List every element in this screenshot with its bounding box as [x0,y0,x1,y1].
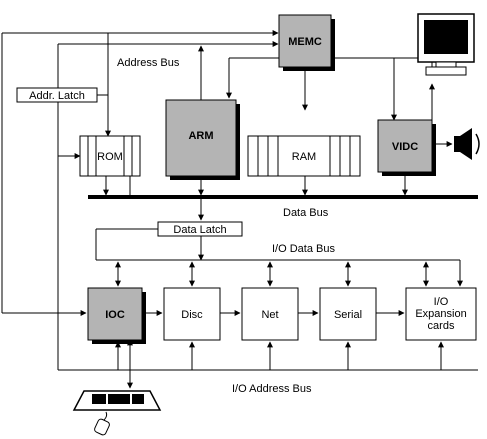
addr-latch-block: Addr. Latch [16,87,98,103]
arm-block: ARM [165,99,240,180]
ram-label: RAM [292,151,316,163]
net-label: Net [261,309,278,321]
ram-block: RAM [247,135,361,177]
data-bus-label: Data Bus [283,207,329,219]
ioc-label: IOC [105,309,125,321]
io-data-bus-label: I/O Data Bus [272,243,335,255]
vidc-block: VIDC [377,119,436,176]
mouse-icon [94,411,110,436]
io-address-bus-label: I/O Address Bus [232,383,312,395]
ioc-block: IOC [87,287,146,344]
memc-block: MEMC [278,14,335,71]
address-bus-label: Address Bus [117,57,180,69]
addr-latch-label: Addr. Latch [29,90,85,102]
data-latch-label: Data Latch [173,224,226,236]
memc-label: MEMC [288,36,322,48]
io-expansion-label-2: Expansion [415,308,466,320]
net-block: Net [241,287,299,341]
io-expansion-label-3: cards [428,320,455,332]
keyboard-icon [72,390,162,411]
io-expansion-block: I/O Expansion cards [405,287,477,341]
disc-label: Disc [181,309,203,321]
io-expansion-label-1: I/O [434,296,449,308]
rom-block: ROM [79,135,141,177]
speaker-icon [454,128,480,160]
serial-label: Serial [334,309,362,321]
data-latch-block: Data Latch [157,221,243,237]
monitor-icon [417,13,475,76]
disc-block: Disc [163,287,221,341]
arm-label: ARM [188,130,213,142]
vidc-label: VIDC [392,141,418,153]
serial-block: Serial [319,287,377,341]
rom-label: ROM [97,151,123,163]
